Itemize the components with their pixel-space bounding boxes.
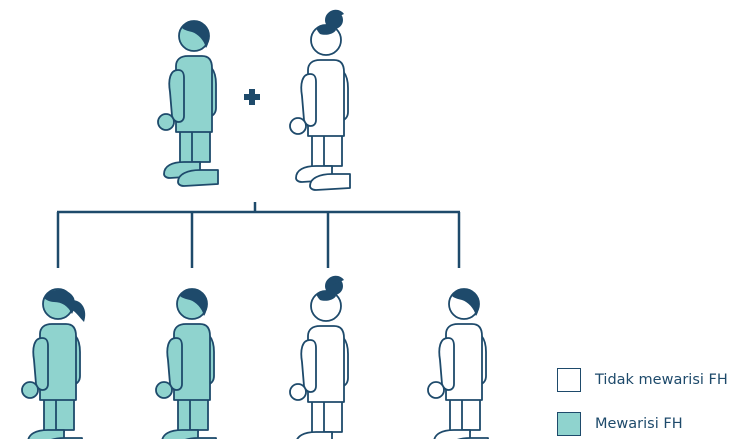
legend-swatch-white xyxy=(557,368,581,392)
child-1-daughter-figure xyxy=(22,289,85,439)
legend-swatch-teal xyxy=(557,412,581,436)
legend-item-not-inherited: Tidak mewarisi FH xyxy=(557,366,749,394)
child-4-son-figure xyxy=(428,289,488,439)
father-figure xyxy=(158,21,218,186)
mother-figure xyxy=(290,10,350,190)
plus-sign xyxy=(244,89,260,105)
legend-item-inherited: Mewarisi FH xyxy=(557,410,749,438)
family-tree-connector xyxy=(57,202,460,268)
child-3-daughter-figure xyxy=(290,276,350,439)
legend-label-not-inherited: Tidak mewarisi FH xyxy=(595,372,728,388)
child-2-son-figure xyxy=(156,289,216,439)
legend-label-inherited: Mewarisi FH xyxy=(595,416,683,432)
